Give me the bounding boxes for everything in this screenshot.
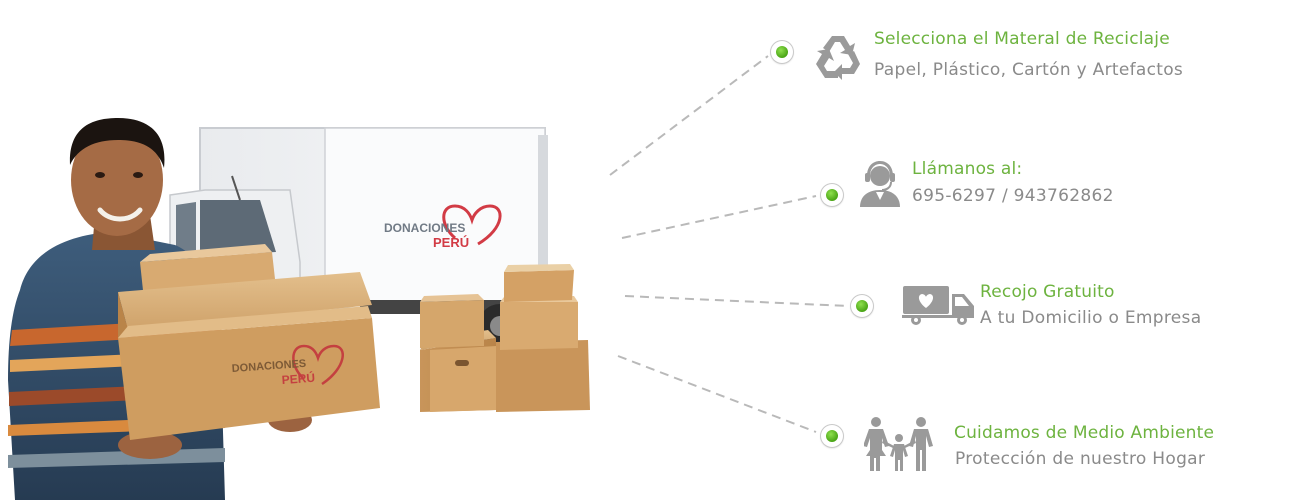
feature-title: Cuidamos de Medio Ambiente <box>954 423 1215 443</box>
recycle-icon <box>816 36 860 80</box>
feature-title: Recojo Gratuito <box>980 282 1115 302</box>
feature-subtitle: A tu Domicilio o Empresa <box>980 308 1202 328</box>
connector-line <box>609 55 769 176</box>
delivery-truck-icon <box>902 286 974 325</box>
bullet-dot <box>851 295 873 317</box>
feature-subtitle: 695-6297 / 943762862 <box>912 186 1114 206</box>
bullet-dot <box>821 425 843 447</box>
feature-subtitle: Protección de nuestro Hogar <box>955 449 1206 469</box>
family-icon <box>864 417 933 471</box>
feature-title: Selecciona el Materal de Reciclaje <box>874 29 1170 49</box>
truck-brand-accent: PERÚ <box>433 235 469 250</box>
box-logo-heart-icon <box>292 344 344 386</box>
bullet-dot <box>821 184 843 206</box>
feature-subtitle: Papel, Plástico, Cartón y Artefactos <box>874 60 1184 80</box>
held-boxes: DONACIONES PERÚ <box>118 244 380 440</box>
truck-brand-main: DONACIONES <box>384 221 465 235</box>
connector-line <box>617 355 817 433</box>
hero-illustration: DONACIONES PERÚ <box>8 118 590 500</box>
box-brand-main: DONACIONES <box>231 358 306 375</box>
truck-logo-heart-icon <box>442 204 502 246</box>
call-center-icon <box>860 161 900 207</box>
connector-line <box>621 195 817 239</box>
box-stack <box>420 264 590 412</box>
feature-title: Llámanos al: <box>912 159 1023 179</box>
connector-line <box>624 295 849 307</box>
box-brand-accent: PERÚ <box>281 370 315 387</box>
bullet-dot <box>771 41 793 63</box>
